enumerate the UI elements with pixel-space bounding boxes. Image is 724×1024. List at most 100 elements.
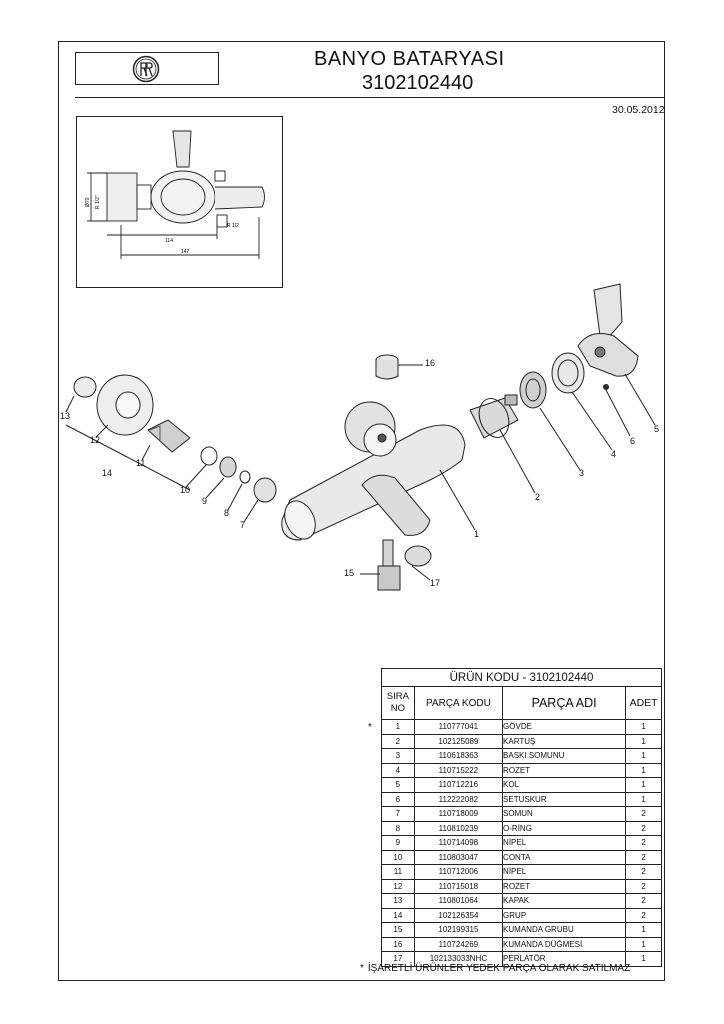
- cell-code: 110618363: [413, 748, 504, 764]
- callout-10: 10: [180, 485, 191, 495]
- part-control-group: [377, 539, 401, 591]
- cell-code: 110715222: [413, 762, 504, 778]
- cell-no: 6: [381, 791, 415, 807]
- part-nipple-11: [147, 419, 191, 453]
- cell-qty: 1: [625, 762, 662, 778]
- cell-code: 110810239: [413, 820, 504, 836]
- cell-qty: 1: [625, 719, 662, 735]
- callout-3: 3: [579, 468, 585, 478]
- col-header-adi: PARÇA ADI: [502, 686, 627, 720]
- cell-name: CONTA: [502, 849, 627, 865]
- cell-code: 102125089: [413, 733, 504, 749]
- part-setscrew: [603, 384, 609, 390]
- cell-code: 110712006: [413, 864, 504, 880]
- dim-r-half: R 1/2: [227, 223, 239, 229]
- cell-no: 1: [381, 719, 415, 735]
- footnote-text: İŞARETLİ ÜRÜNLER YEDEK PARÇA OLARAK SATI…: [367, 963, 631, 974]
- cell-no: 10: [381, 849, 415, 865]
- company-logo-circle-icon: [132, 55, 160, 83]
- drawing-frame: [58, 41, 665, 981]
- cell-name: KARTUŞ: [502, 733, 627, 749]
- callout-12: 12: [90, 435, 101, 445]
- cell-name: PERLATÖR: [502, 951, 627, 967]
- parts-table-title: ÜRÜN KODU - 3102102440: [381, 668, 662, 687]
- part-nut: [519, 371, 547, 409]
- part-cap: [73, 376, 97, 398]
- dim-diameter-70: Ø70: [85, 197, 91, 207]
- cell-qty: 2: [625, 820, 662, 836]
- col-header-kodu: PARÇA KODU: [413, 686, 504, 720]
- cell-qty: 1: [625, 936, 662, 952]
- callout-1: 1: [474, 529, 480, 539]
- col-header-adet: ADET: [625, 686, 662, 720]
- cell-no: 15: [381, 922, 415, 938]
- cell-no: 5: [381, 777, 415, 793]
- cell-name: O-RİNG: [502, 820, 627, 836]
- cell-name: NİPEL: [502, 835, 627, 851]
- logo-box: [75, 52, 219, 85]
- callout-8: 8: [224, 508, 230, 518]
- dimension-detail-box: 114 147 R 1/2 R 1/2" Ø70: [76, 116, 283, 288]
- callout-17: 17: [430, 578, 441, 588]
- callout-9: 9: [202, 496, 208, 506]
- product-code: 3102102440: [362, 72, 474, 94]
- cell-name: KOL: [502, 777, 627, 793]
- cell-code: 110724269: [413, 936, 504, 952]
- cell-qty: 1: [625, 777, 662, 793]
- cell-qty: 2: [625, 907, 662, 923]
- part-cartridge: [469, 394, 519, 439]
- cell-code: 110715018: [413, 878, 504, 894]
- callout-14: 14: [102, 468, 113, 478]
- cell-name: SOMUN: [502, 806, 627, 822]
- cell-code: 102199315: [413, 922, 504, 938]
- cell-no: 9: [381, 835, 415, 851]
- drawing-date: 30.05.2012: [612, 104, 665, 116]
- part-body: [281, 401, 466, 541]
- cell-no: 8: [381, 820, 415, 836]
- cell-qty: 1: [625, 733, 662, 749]
- cell-name: GRUP: [502, 907, 627, 923]
- cell-code: 102126354: [413, 907, 504, 923]
- dim-114: 114: [165, 238, 173, 244]
- cell-qty: 2: [625, 893, 662, 909]
- cell-name: KAPAK: [502, 893, 627, 909]
- cell-code: 102133033NHC: [413, 951, 504, 967]
- cell-qty: 2: [625, 864, 662, 880]
- cell-no: 7: [381, 806, 415, 822]
- cell-no: 3: [381, 748, 415, 764]
- parts-list-table: ÜRÜN KODU - 3102102440 SIRA NO PARÇA KOD…: [381, 668, 662, 967]
- callout-11: 11: [136, 458, 146, 468]
- cell-qty: 2: [625, 806, 662, 822]
- callout-13: 13: [60, 411, 71, 421]
- cell-qty: 1: [625, 922, 662, 938]
- dim-r-half-inch: R 1/2": [95, 195, 101, 209]
- part-nipple-9: [219, 456, 237, 478]
- footnote-marker: *: [360, 963, 364, 974]
- cell-code: 110714098: [413, 835, 504, 851]
- col-header-sira-line1: SIRA: [386, 691, 409, 702]
- cell-qty: 1: [625, 748, 662, 764]
- cell-name: KUMANDA DÜĞMESİ: [502, 936, 627, 952]
- cell-name: SETUSKUR: [502, 791, 627, 807]
- cell-no: 2: [381, 733, 415, 749]
- cell-qty: 2: [625, 878, 662, 894]
- dimension-drawing: 114 147 R 1/2 R 1/2" Ø70: [85, 130, 265, 259]
- cell-code: 110801064: [413, 893, 504, 909]
- cell-name: ROZET: [502, 878, 627, 894]
- col-header-sira: SIRA NO: [381, 686, 415, 720]
- callout-15: 15: [344, 568, 355, 578]
- cell-name: NİPEL: [502, 864, 627, 880]
